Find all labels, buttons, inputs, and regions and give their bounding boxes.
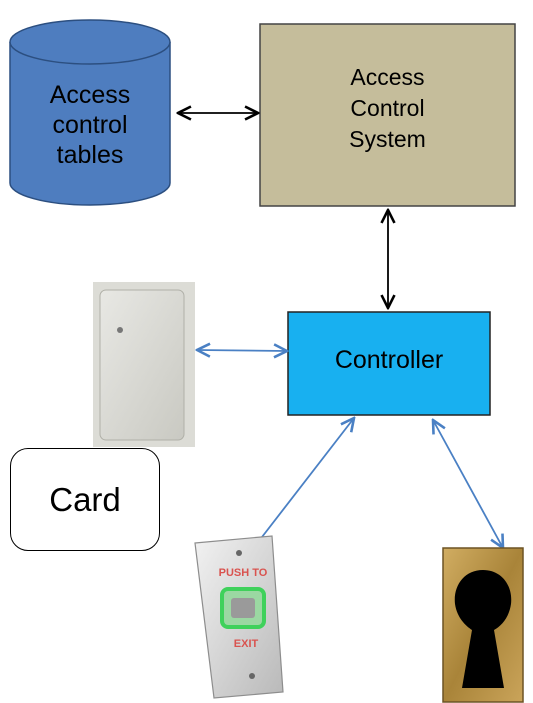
access-control-system-box <box>259 23 516 207</box>
card-box: Card <box>10 448 160 551</box>
database-label-line: control <box>52 111 128 139</box>
keyhole-icon <box>454 570 512 688</box>
card-label: Card <box>49 480 121 518</box>
database-label-line: Access <box>49 81 131 109</box>
controller-label: Controller <box>334 346 444 374</box>
exit-text: EXIT <box>234 638 259 650</box>
acs-label-line: Control <box>350 95 425 122</box>
keyhole-lock-image <box>442 547 524 703</box>
exit-button-image: PUSH TO EXIT <box>194 535 284 699</box>
database-label-line: tables <box>56 141 124 169</box>
database-cylinder <box>9 19 171 206</box>
reader-led-icon <box>117 327 123 333</box>
controller-box <box>287 311 491 416</box>
card-reader-image <box>93 282 195 447</box>
reader-controller-arrow <box>197 350 287 351</box>
controller-lock-arrow <box>433 420 503 548</box>
push-to-text: PUSH TO <box>219 567 268 579</box>
database-label: Access control tables <box>20 80 160 170</box>
acs-label-line: System <box>349 126 426 153</box>
access-control-system-label: Access Control System <box>260 62 515 155</box>
acs-label-line: Access <box>350 64 425 90</box>
exit-controller-arrow <box>261 418 354 538</box>
